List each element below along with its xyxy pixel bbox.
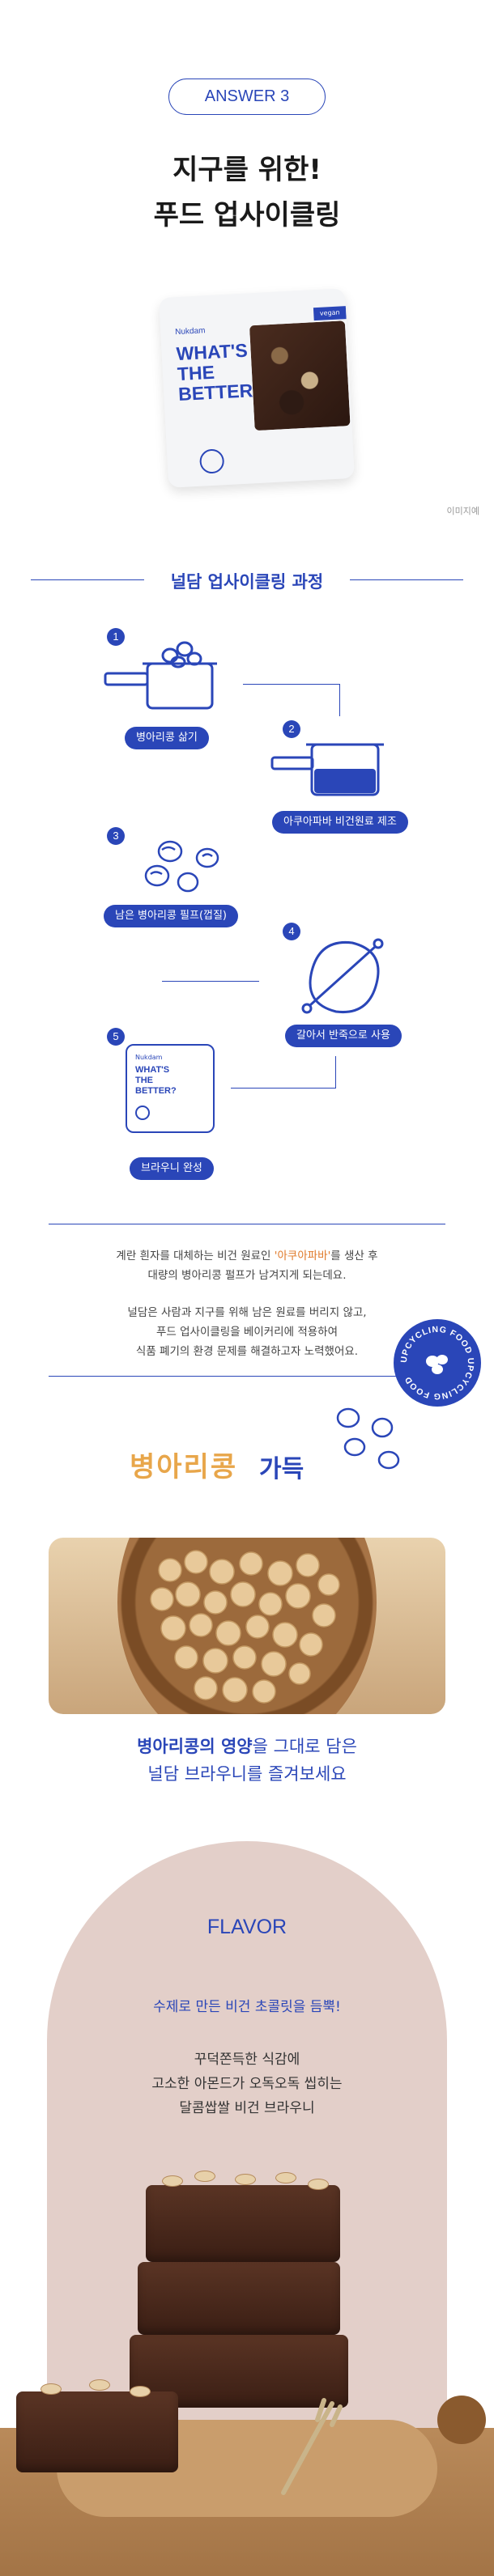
- pack-slogan-mini: WHAT'S THE BETTER?: [135, 1065, 177, 1097]
- product-tag: vegan: [313, 306, 347, 321]
- step-number: 1: [107, 628, 125, 646]
- flavor-desc-line: 꾸덕쫀득한 식감에: [194, 2052, 300, 2068]
- chickpea-pulp-icon: [144, 840, 219, 893]
- section-divider-left: [31, 579, 144, 580]
- description-text: 푸드 업사이클링을 베이커리에 적용하여: [155, 1326, 338, 1339]
- fork-icon: [281, 2398, 343, 2495]
- boiling-pot-icon: [270, 743, 384, 796]
- flavor-subtitle: 수제로 만든 비건 초콜릿을 듬뿍!: [153, 1999, 341, 2015]
- process-title: 널담 업사이클링 과정: [170, 572, 324, 592]
- section-divider-right: [350, 579, 463, 580]
- almond: [40, 2383, 62, 2395]
- description-text: 를 생산 후: [330, 1250, 378, 1263]
- almond: [275, 2172, 296, 2183]
- almond: [308, 2179, 329, 2190]
- chickpeas: [150, 1550, 340, 1704]
- product-brand: Nukdam: [174, 326, 206, 337]
- brownie-pack-icon: Nukdam WHAT'S THE BETTER?: [126, 1044, 215, 1133]
- walnut-bowl: [437, 2396, 486, 2444]
- pack-slogan-line: THE: [135, 1076, 153, 1085]
- description-text: 널담은 사람과 지구를 위해 남은 원료를 버리지 않고,: [127, 1306, 367, 1319]
- chickpea-bowl-photo: [49, 1538, 445, 1714]
- pack-brand-mini: Nukdam: [135, 1054, 163, 1061]
- almond: [194, 2171, 215, 2182]
- chickpea-icon: [336, 1407, 400, 1470]
- flavor-description: 꾸덕쫀득한 식감에 고소한 아몬드가 오독오독 씹히는 달콤쌉쌀 비건 브라우니: [0, 2048, 494, 2120]
- product-image: vegan Nukdam WHAT'S THE BETTER?: [155, 285, 358, 488]
- flavor-desc-line: 고소한 아몬드가 오독오독 씹히는: [151, 2076, 343, 2092]
- seal-icon: [135, 1106, 150, 1120]
- flavor-title: FLAVOR: [207, 1916, 287, 1938]
- chickpea-text: 을 그대로 담은: [252, 1737, 357, 1756]
- pack-slogan-line: WHAT'S: [135, 1065, 170, 1075]
- pot-icon: [104, 641, 217, 710]
- step-label: 브라우니 완성: [130, 1157, 214, 1180]
- step-number: 2: [283, 720, 300, 738]
- step-number: 3: [107, 827, 125, 845]
- brownie-piece: [146, 2185, 340, 2262]
- chickpea-title-full: 가득: [259, 1455, 304, 1483]
- brownie-photo: [249, 320, 351, 431]
- brownie-piece: [138, 2262, 340, 2335]
- upcycling-food-stamp: UPCYCLING FOOD UPCYCLING FOOD: [394, 1319, 481, 1407]
- description-text: 계란 흰자를 대체하는 비건 원료인: [116, 1250, 275, 1263]
- chickpea-line-2: 널담 브라우니를 즐겨보세요: [147, 1764, 347, 1784]
- seal-icon: [198, 448, 225, 474]
- description-text: 대량의 병아리콩 펄프가 남겨지게 되는데요.: [147, 1269, 347, 1282]
- headline-line-2: 푸드 업사이클링: [153, 199, 341, 231]
- description-text: 식품 폐기의 환경 문제를 해결하고자 노력했어요.: [135, 1345, 359, 1358]
- headline-line-1: 지구를 위한!: [172, 154, 322, 186]
- step-label: 남은 병아리콩 필프(껍질): [104, 905, 239, 927]
- almond: [162, 2175, 183, 2187]
- almond: [89, 2379, 110, 2391]
- description-p2: 널담은 사람과 지구를 위해 남은 원료를 버리지 않고, 푸드 업사이클링을 …: [0, 1303, 494, 1361]
- description-p1: 계란 흰자를 대체하는 비건 원료인 '아쿠아파바'를 생산 후 대량의 병아리…: [0, 1246, 494, 1285]
- step-label: 아쿠아파바 비건원료 제조: [272, 811, 408, 834]
- pack-slogan-line: BETTER?: [135, 1086, 177, 1096]
- step-number: 4: [283, 923, 300, 940]
- almond: [235, 2174, 256, 2185]
- image-caption: 이미지예: [446, 506, 479, 516]
- chickpea-title: 병아리콩: [130, 1451, 238, 1483]
- flow-arrow: [162, 981, 259, 982]
- divider: [49, 1376, 397, 1377]
- step-label: 병아리콩 삶기: [125, 727, 209, 749]
- description-highlight: '아쿠아파바': [274, 1250, 331, 1263]
- step-number: 5: [107, 1028, 125, 1046]
- almond: [130, 2386, 151, 2397]
- flavor-desc-line: 달콤쌉쌀 비건 브라우니: [179, 2100, 315, 2116]
- chickpea-emphasis: 병아리콩의 영양: [137, 1737, 253, 1756]
- chickpea-line-1: 병아리콩의 영양을 그대로 담은: [0, 1734, 494, 1759]
- stamp-ring: UPCYCLING FOOD UPCYCLING FOOD: [399, 1325, 475, 1401]
- flow-arrow: [231, 1056, 336, 1089]
- answer-badge: ANSWER 3: [168, 79, 326, 115]
- brownie-piece: [16, 2391, 178, 2472]
- dough-rolling-icon: [301, 938, 384, 1014]
- step-label: 갈아서 반죽으로 사용: [285, 1025, 402, 1047]
- flow-arrow: [243, 684, 340, 716]
